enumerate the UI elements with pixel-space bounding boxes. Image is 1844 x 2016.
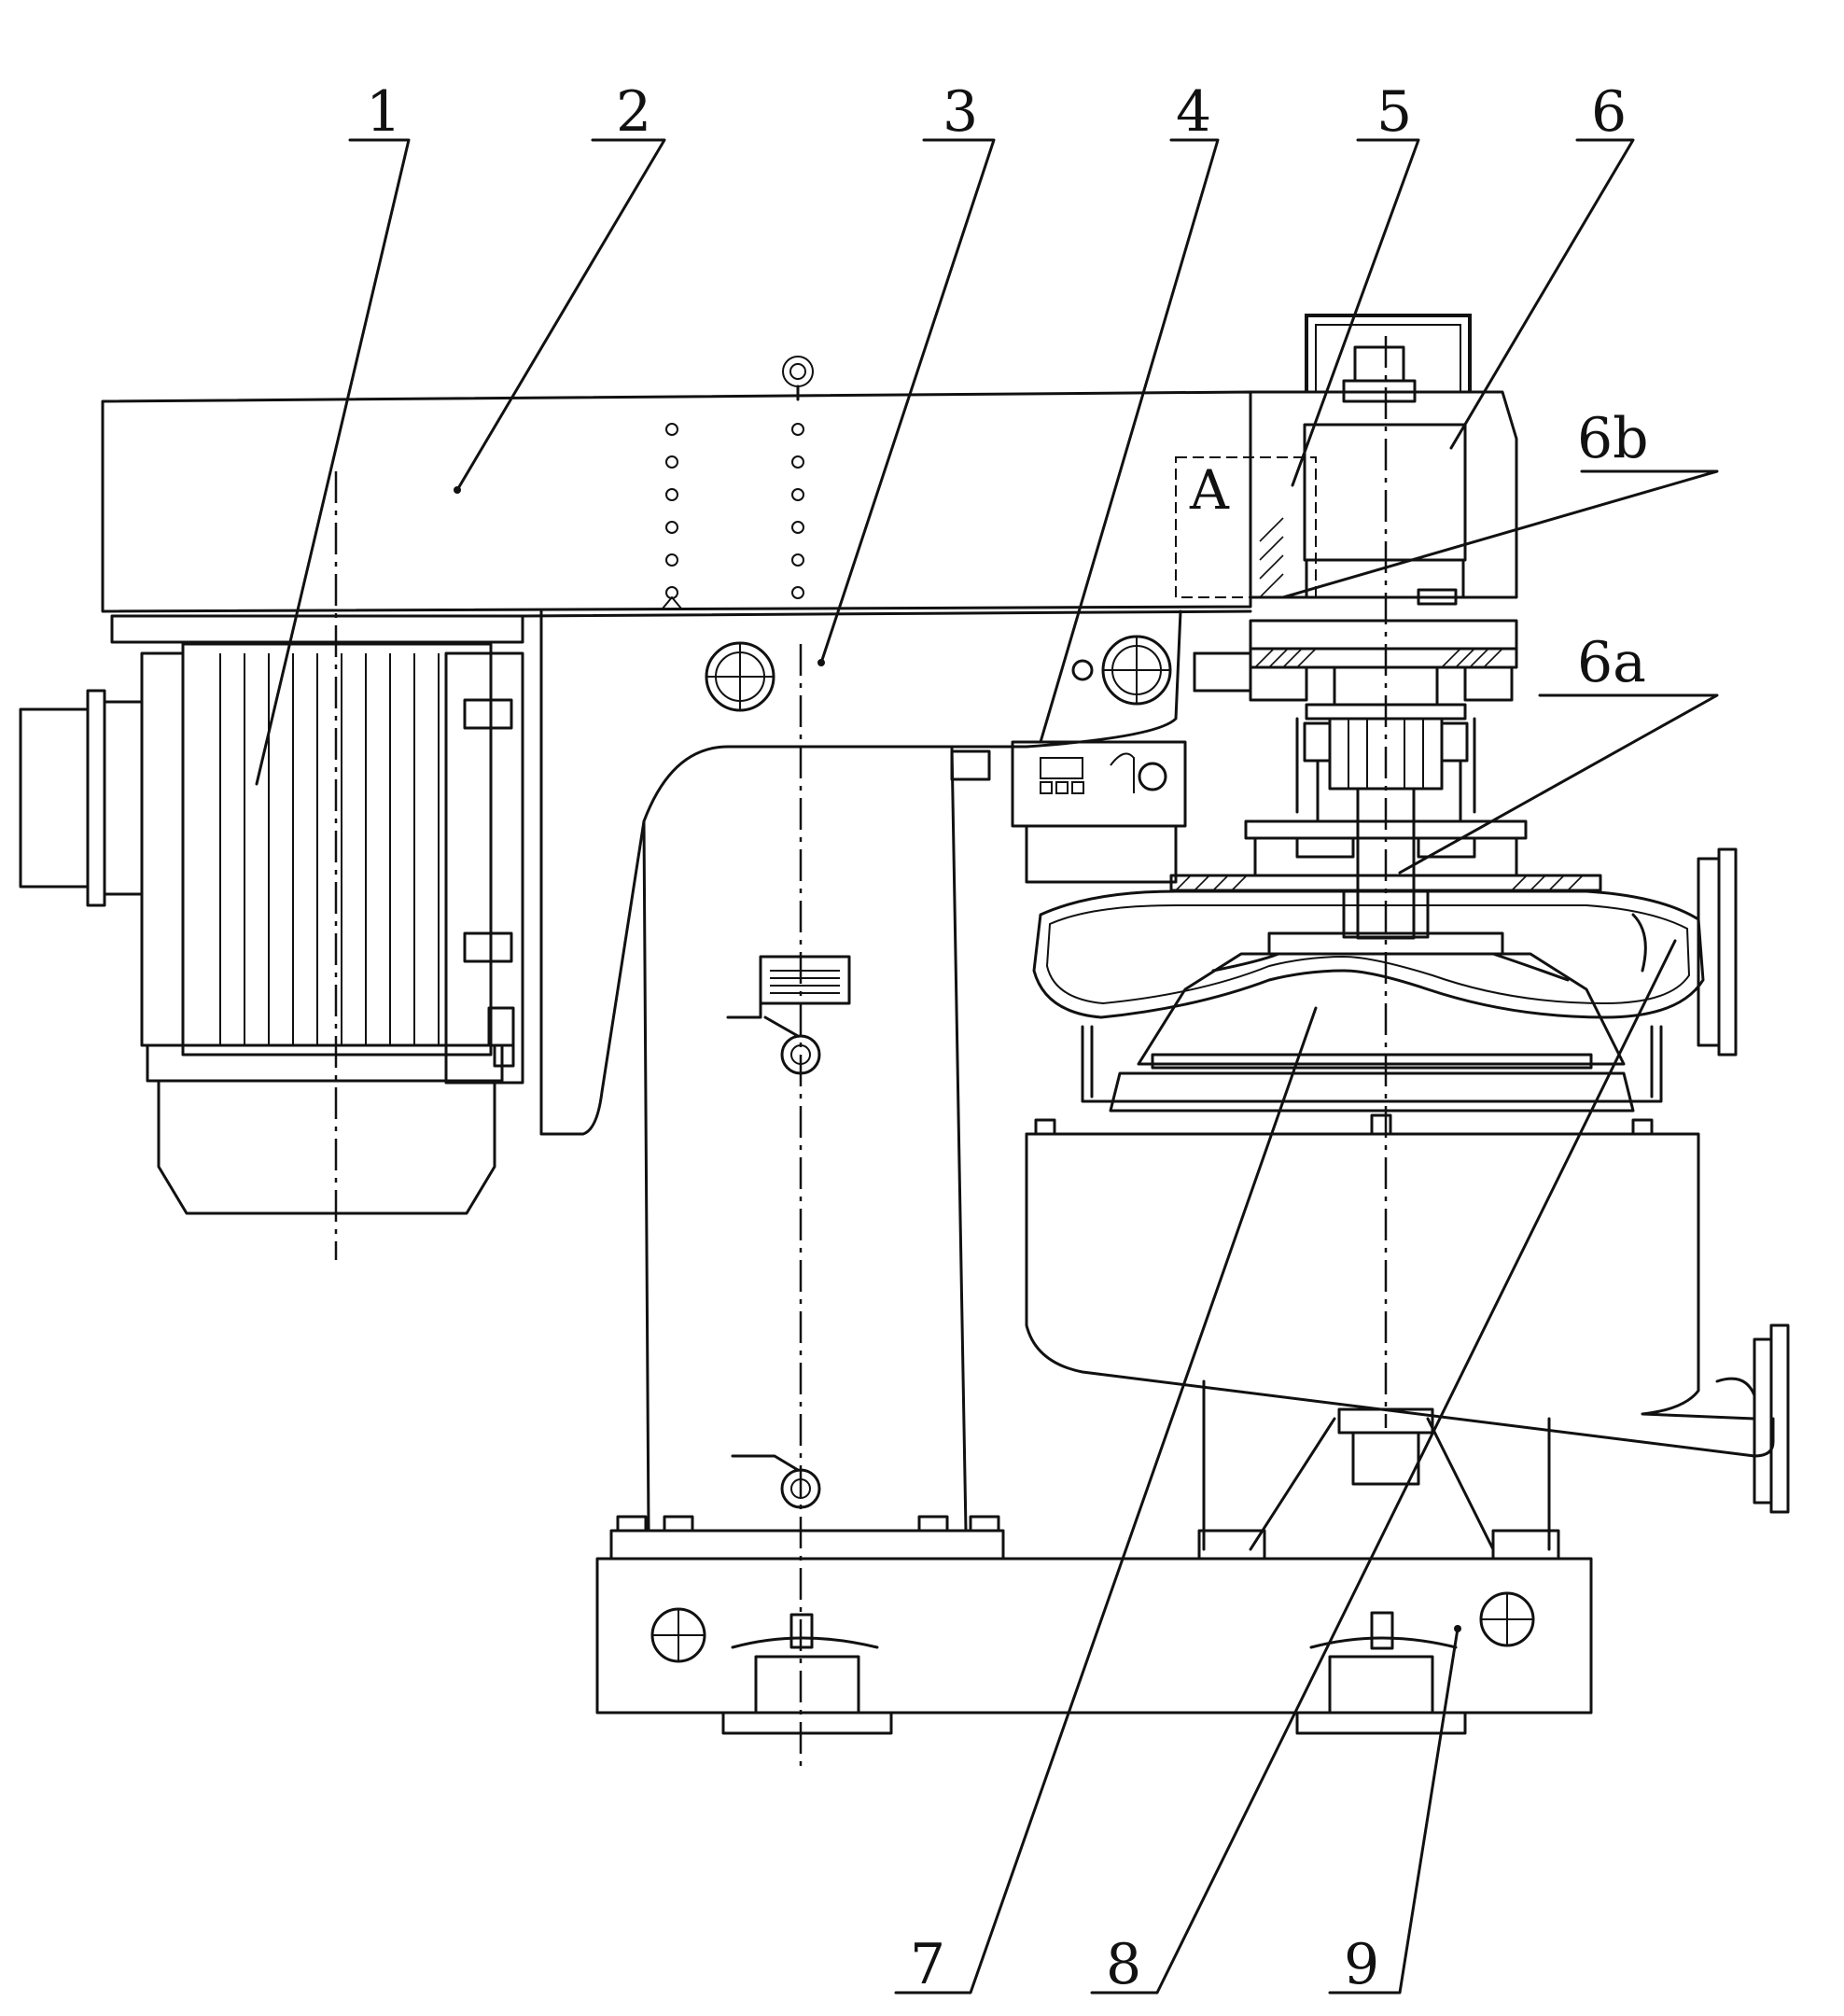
control-box [1013,742,1185,882]
callout-8: 8 [1106,1932,1141,1997]
motor [21,471,523,1260]
callout-6a: 6a [1577,630,1646,695]
callout-6: 6 [1591,79,1627,145]
column [541,611,1180,1773]
callout-4: 4 [1176,79,1211,145]
top-beam [103,357,1250,642]
base [597,1559,1591,1733]
view-label-a: A [1189,458,1230,522]
callout-7: 7 [910,1932,945,1997]
callout-2: 2 [616,79,651,145]
callout-labels: 1 2 3 4 5 6 6b 6a 7 8 9 A [366,79,1649,1997]
callout-6b: 6b [1577,406,1649,471]
callout-3: 3 [943,79,978,145]
drive-head [1171,315,1600,1428]
callout-5: 5 [1376,79,1412,145]
callout-1: 1 [366,79,401,145]
lower-housing [1027,1115,1788,1559]
callout-9: 9 [1344,1932,1379,1997]
